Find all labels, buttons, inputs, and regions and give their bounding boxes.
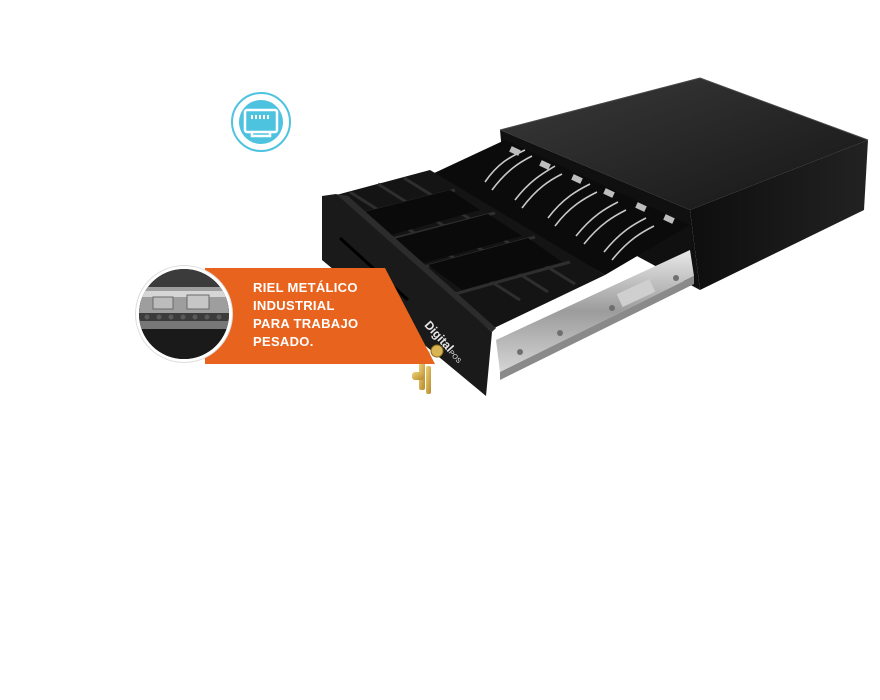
callout-line-1: RIEL METÁLICO xyxy=(253,280,358,295)
ethernet-port-icon xyxy=(243,108,279,138)
ethernet-port-badge xyxy=(231,92,291,152)
callout-line-4: PESADO. xyxy=(253,334,314,349)
callout-line-3: PARA TRABAJO xyxy=(253,316,359,331)
callout-text: RIEL METÁLICO INDUSTRIAL PARA TRABAJO PE… xyxy=(253,279,403,351)
bill-compartment xyxy=(430,140,690,275)
callout-line-2: INDUSTRIAL xyxy=(253,298,335,313)
rail-closeup-photo xyxy=(136,266,232,362)
coin-tray xyxy=(325,170,605,330)
rail-closeup-image xyxy=(139,269,229,359)
callout-banner xyxy=(205,268,435,364)
metal-slide-rail xyxy=(496,250,694,380)
